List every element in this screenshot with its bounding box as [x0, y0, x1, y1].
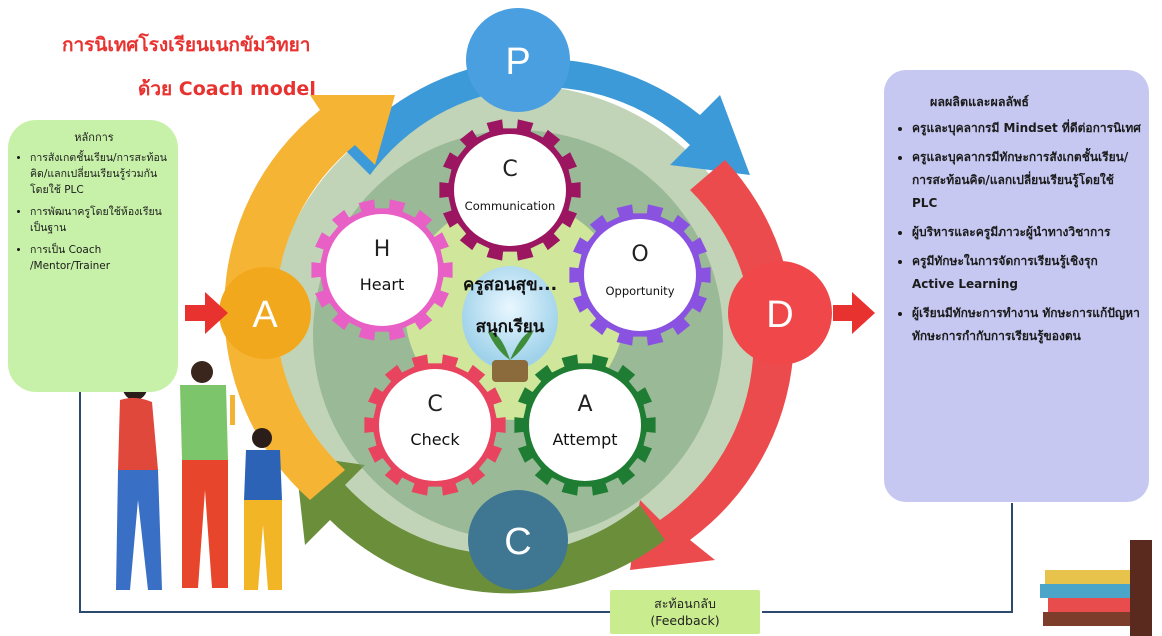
outcomes-item: ผู้เรียนมีทักษะการทำงาน ทักษะการแก้ปัญหา… — [912, 302, 1141, 348]
gear-face — [584, 219, 696, 331]
feedback-label: สะท้อนกลับ — [654, 596, 716, 611]
feedback-line-return — [79, 370, 610, 613]
gear-label: Heart — [360, 275, 405, 294]
outcomes-item: ครูมีทักษะในการจัดการเรียนรู้เชิงรุก Act… — [912, 250, 1141, 296]
principles-item: การเป็น Coach /Mentor/Trainer — [30, 242, 170, 274]
gear-letter: C — [427, 392, 442, 417]
gear-label: Attempt — [552, 430, 617, 449]
cycle-arc-d — [630, 160, 795, 570]
d-letter: D — [766, 294, 793, 336]
lightbulb-icon — [462, 266, 558, 370]
cycle-arc-a — [224, 95, 395, 500]
principles-list: การสังเกตชั้นเรียน/การสะท้อนคิด/แลกเปลี่… — [18, 150, 170, 274]
gear-letter: A — [577, 392, 592, 417]
p-letter: P — [505, 41, 530, 83]
gear-label: Check — [410, 430, 460, 449]
c-letter: C — [504, 521, 531, 563]
outcomes-list: ครูและบุคลากรมี Mindset ที่ดีต่อการนิเทศ… — [898, 117, 1141, 348]
books-illustration — [1040, 540, 1152, 636]
principles-heading: หลักการ — [74, 131, 114, 144]
gear-face — [454, 134, 566, 246]
gear-attempt: A Attempt — [514, 354, 656, 496]
input-arrow — [185, 292, 228, 334]
d-circle — [728, 261, 832, 365]
feedback-box: สะท้อนกลับ (Feedback) — [610, 590, 760, 634]
feedback-label-en: (Feedback) — [650, 613, 720, 628]
gear-face — [379, 369, 491, 481]
gear-face — [326, 214, 438, 326]
principles-item: การพัฒนาครูโดยใช้ห้องเรียนเป็นฐาน — [30, 204, 170, 236]
people-illustration — [116, 361, 282, 590]
a-circle — [219, 267, 311, 359]
gear-heart: H Heart — [311, 199, 453, 341]
gear-label: Communication — [465, 199, 556, 213]
gear-communication: C Communication — [439, 119, 581, 261]
gear-letter: O — [631, 242, 648, 267]
cycle-arc-c — [295, 455, 665, 594]
gear-check: C Check — [364, 354, 506, 496]
p-circle — [466, 8, 570, 112]
outcomes-item: ผู้บริหารและครูมีภาวะผู้นำทางวิชาการ — [912, 221, 1141, 244]
page-title-line1: การนิเทศโรงเรียนเนกขัมวิทยา — [62, 34, 311, 56]
principles-item: การสังเกตชั้นเรียน/การสะท้อนคิด/แลกเปลี่… — [30, 150, 170, 198]
cycle-arc-p — [345, 58, 750, 175]
gear-letter: C — [502, 157, 517, 182]
outcomes-heading: ผลผลิตและผลลัพธ์ — [930, 94, 1030, 109]
principles-box: หลักการ การสังเกตชั้นเรียน/การสะท้อนคิด/… — [8, 120, 178, 392]
outcomes-item: ครูและบุคลากรมี Mindset ที่ดีต่อการนิเทศ — [912, 117, 1141, 140]
center-caption-line2: สนุกเรียน — [476, 316, 545, 337]
a-letter: A — [252, 294, 278, 336]
gear-face — [529, 369, 641, 481]
gear-opportunity: O Opportunity — [569, 204, 711, 346]
outcomes-item: ครูและบุคลากรมีทักษะการสังเกตชั้นเรียน/ก… — [912, 146, 1141, 215]
plant-pot-icon — [492, 360, 528, 382]
feedback-line — [762, 503, 1013, 613]
center-caption-line1: ครูสอนสุข... — [463, 275, 557, 296]
page-title-line2: ด้วย Coach model — [138, 78, 316, 100]
c-circle — [468, 490, 568, 590]
gear-letter: H — [374, 237, 391, 262]
plant-leaf-icon — [488, 330, 534, 360]
outcomes-box: ผลผลิตและผลลัพธ์ ครูและบุคลากรมี Mindset… — [884, 70, 1149, 502]
gear-label: Opportunity — [605, 284, 674, 298]
output-arrow — [833, 292, 875, 334]
